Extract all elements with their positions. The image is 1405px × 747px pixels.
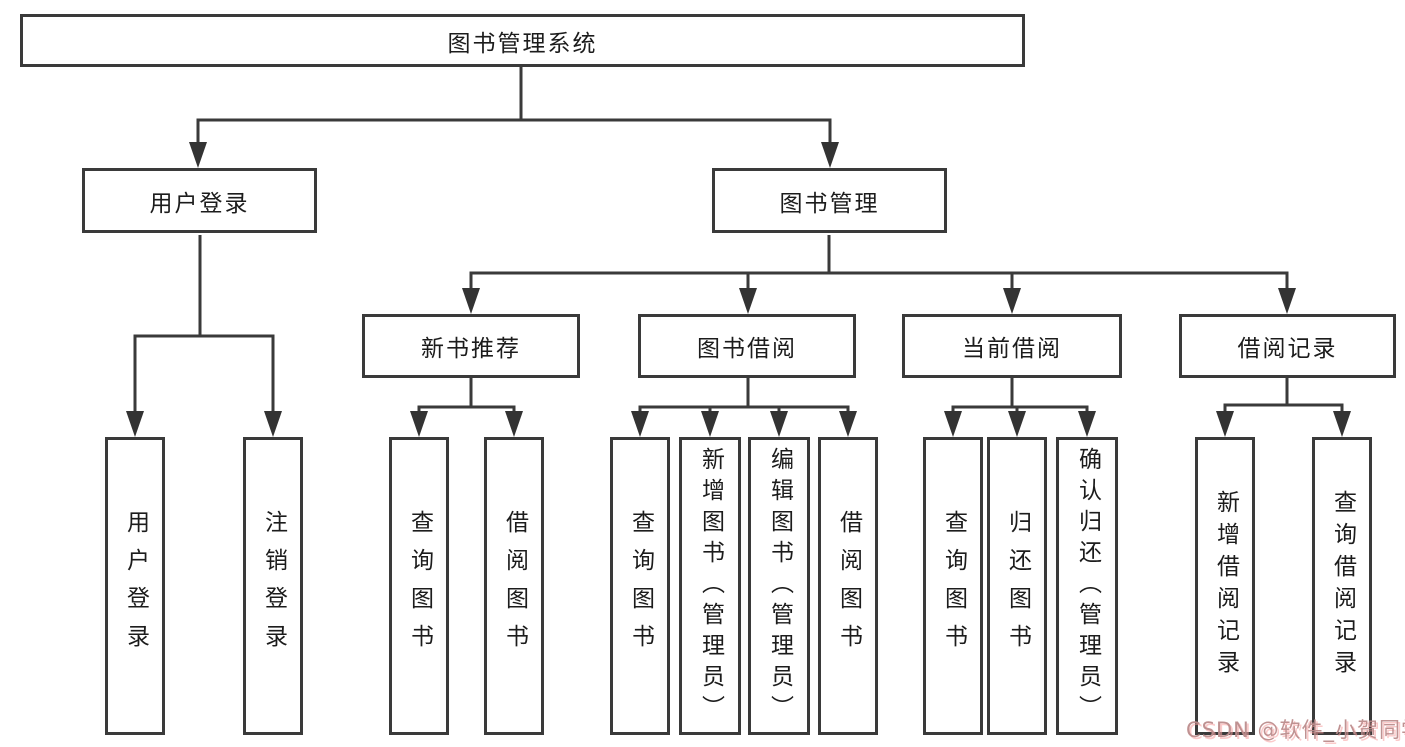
node-new-book-recommend: 新书推荐 [362, 314, 580, 378]
leaf-query-book-current: 查询图书 [923, 437, 983, 735]
watermark: CSDN @软件_小贺同学 [1186, 718, 1405, 742]
leaf-borrow-book-recommend: 借阅图书 [484, 437, 544, 735]
leaf-query-book-recommend: 查询图书 [389, 437, 449, 735]
leaf-add-borrow-record: 新增借阅记录 [1195, 437, 1255, 735]
leaf-return-book: 归还图书 [987, 437, 1047, 735]
leaf-borrow-book-borrow: 借阅图书 [818, 437, 878, 735]
leaf-logout-login: 注销登录 [243, 437, 303, 735]
node-book-management: 图书管理 [712, 168, 947, 233]
leaf-add-book-admin: 新增图书（管理员） [679, 437, 741, 735]
node-book-borrow: 图书借阅 [638, 314, 856, 378]
leaf-confirm-return-admin: 确认归还（管理员） [1056, 437, 1118, 735]
leaf-edit-book-admin: 编辑图书（管理员） [748, 437, 810, 735]
node-user-login: 用户登录 [82, 168, 317, 233]
leaf-user-login: 用户登录 [105, 437, 165, 735]
node-borrow-record: 借阅记录 [1179, 314, 1396, 378]
node-current-borrow: 当前借阅 [902, 314, 1122, 378]
leaf-query-borrow-record: 查询借阅记录 [1312, 437, 1372, 735]
leaf-query-book-borrow: 查询图书 [610, 437, 670, 735]
node-root: 图书管理系统 [20, 14, 1025, 67]
